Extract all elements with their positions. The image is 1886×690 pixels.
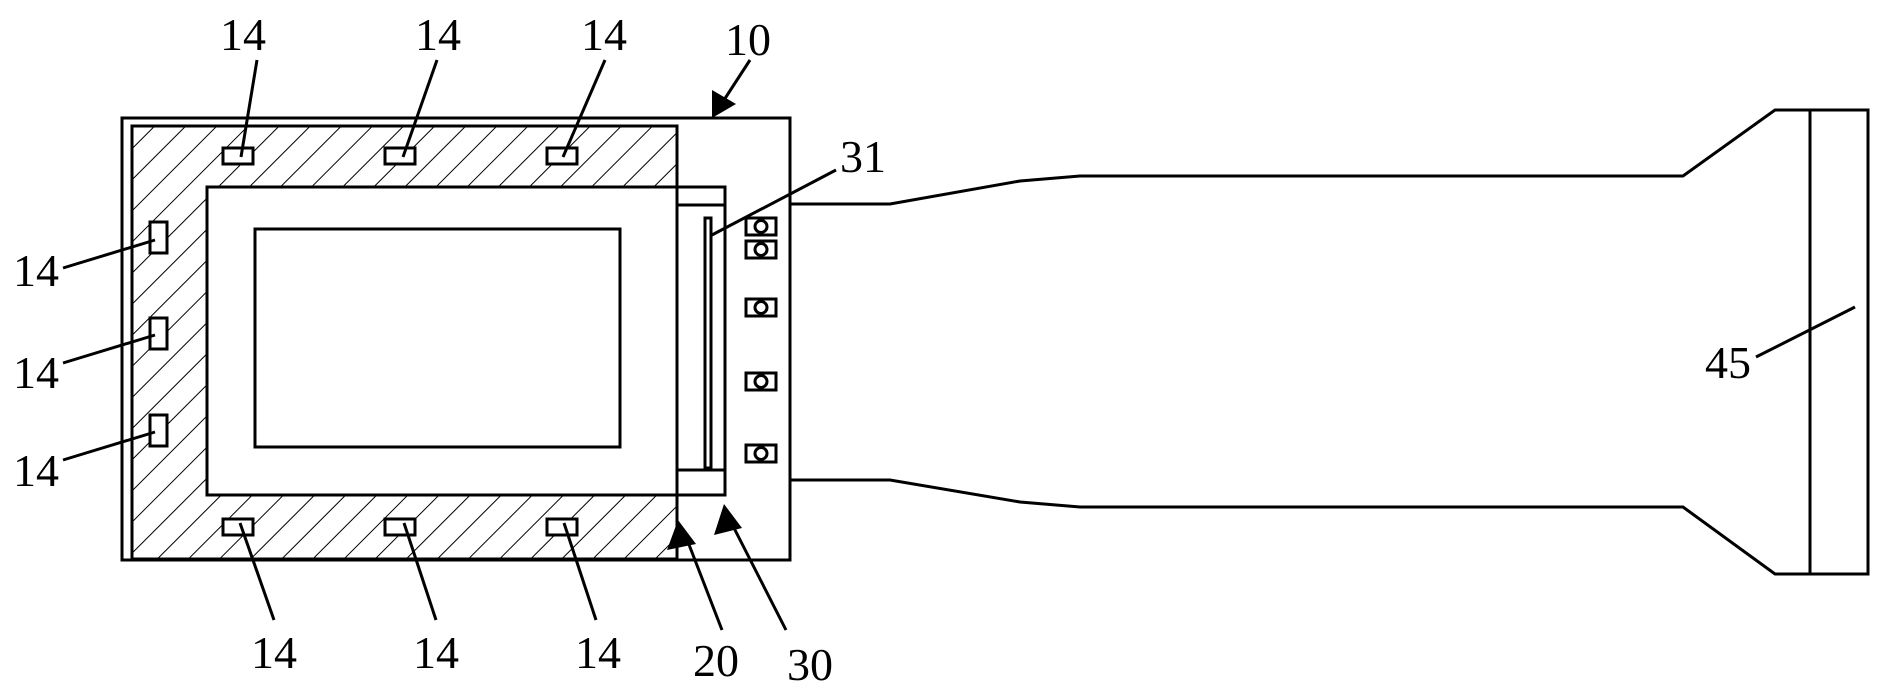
- pad-left-lower: [150, 415, 167, 446]
- label-connector: 30: [787, 639, 833, 690]
- pad-bottom-left: [223, 519, 253, 535]
- pad-left-upper: [150, 222, 167, 253]
- label-bottom-right: 14: [575, 627, 621, 678]
- pad-bottom-right: [547, 519, 577, 535]
- pad-top-left: [223, 148, 253, 164]
- label-left-middle: 14: [13, 347, 59, 398]
- inner-panel: [207, 187, 725, 495]
- label-bottom-left: 14: [251, 627, 297, 678]
- label-connector-strip: 31: [840, 131, 886, 182]
- label-left-upper: 14: [13, 245, 59, 296]
- label-flex-cable: 45: [1705, 337, 1751, 388]
- label-top-left: 14: [220, 9, 266, 60]
- label-left-lower: 14: [13, 445, 59, 496]
- pad-top-middle: [385, 148, 415, 164]
- label-top-right: 14: [581, 9, 627, 60]
- label-top-middle: 14: [415, 9, 461, 60]
- label-frame-edge: 20: [693, 635, 739, 686]
- pad-left-middle: [150, 318, 167, 349]
- pad-bottom-middle: [385, 519, 415, 535]
- contact-pins: [746, 218, 776, 462]
- label-panel: 10: [725, 14, 771, 65]
- label-bottom-middle: 14: [413, 627, 459, 678]
